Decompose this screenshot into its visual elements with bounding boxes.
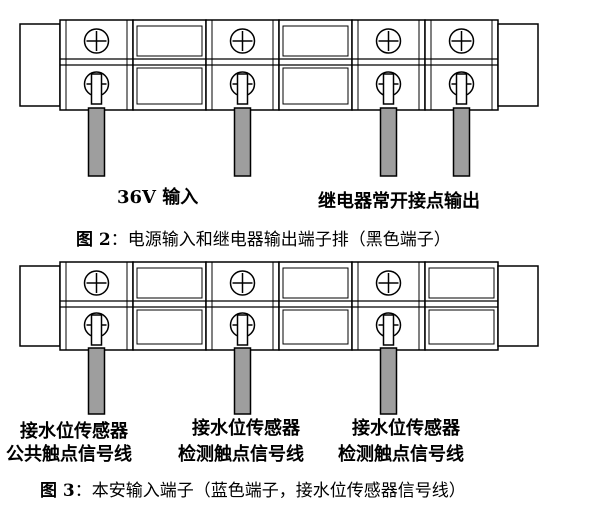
figure-3-caption-text: ：本安输入端子（蓝色端子，接水位传感器信号线） xyxy=(75,481,466,501)
figure-2-caption-prefix: 图 2 xyxy=(76,230,111,250)
label-sensor3-line2: 检测触点信号线 xyxy=(338,443,464,465)
end-cap xyxy=(19,23,61,107)
screw-icon xyxy=(83,28,110,54)
wire-cable xyxy=(87,347,106,415)
wire xyxy=(233,73,252,177)
blank-panel xyxy=(136,25,203,57)
wire xyxy=(87,314,106,415)
label-sensor1-line2: 公共触点信号线 xyxy=(6,443,132,465)
blank-panel xyxy=(136,267,203,299)
wire xyxy=(87,73,106,177)
blank-panel xyxy=(428,309,495,345)
terminal-module-end xyxy=(19,265,61,347)
wire-ferrule xyxy=(382,73,395,105)
module-body xyxy=(132,261,207,351)
figure-2-caption: 图 2：电源输入和继电器输出端子排（黑色端子） xyxy=(76,230,451,250)
module-body xyxy=(424,261,499,351)
label-36v-input: 36V 输入 xyxy=(117,186,198,208)
wire-cable xyxy=(379,107,398,177)
terminal-module-terminal xyxy=(59,261,134,415)
label-sensor2-line1: 接水位传感器 xyxy=(192,417,301,439)
figure-3-terminal-strip xyxy=(19,261,539,415)
wire xyxy=(379,73,398,177)
wire xyxy=(452,73,471,177)
terminal-module-terminal xyxy=(205,19,280,177)
terminal-module-blank xyxy=(278,261,353,351)
screw-icon xyxy=(375,270,402,296)
blank-panel xyxy=(282,309,349,345)
terminal-module-terminal xyxy=(205,261,280,415)
end-cap xyxy=(497,265,539,347)
end-cap xyxy=(19,265,61,347)
terminal-module-end xyxy=(497,265,539,347)
terminal-module-end xyxy=(497,23,539,107)
wire-cable xyxy=(379,347,398,415)
screw-icon xyxy=(83,270,110,296)
terminal-module-blank xyxy=(278,19,353,111)
figure-3-caption: 图 3：本安输入端子（蓝色端子，接水位传感器信号线） xyxy=(40,481,466,501)
blank-panel xyxy=(136,309,203,345)
wire-cable xyxy=(233,107,252,177)
blank-panel xyxy=(282,25,349,57)
terminal-module-terminal xyxy=(424,19,499,177)
terminal-module-blank xyxy=(132,19,207,111)
module-body xyxy=(278,261,353,351)
label-sensor2-line2: 检测触点信号线 xyxy=(178,443,304,465)
wire-ferrule xyxy=(382,314,395,346)
terminal-module-terminal xyxy=(59,19,134,177)
label-relay-output: 继电器常开接点输出 xyxy=(318,190,480,212)
screw-icon xyxy=(448,28,475,54)
wire-ferrule xyxy=(90,73,103,105)
figure-2-terminal-strip xyxy=(19,19,539,177)
blank-panel xyxy=(282,67,349,105)
label-sensor1-line1: 接水位传感器 xyxy=(20,420,129,442)
blank-panel xyxy=(136,67,203,105)
screw-icon xyxy=(375,28,402,54)
wire xyxy=(233,314,252,415)
terminal-module-blank xyxy=(424,261,499,351)
wire-ferrule xyxy=(236,314,249,346)
terminal-module-blank xyxy=(132,261,207,351)
end-cap xyxy=(497,23,539,107)
terminal-module-terminal xyxy=(351,19,426,177)
figure-3-caption-prefix: 图 3 xyxy=(40,481,75,501)
wire-cable xyxy=(87,107,106,177)
wire-ferrule xyxy=(455,73,468,105)
figure-2-caption-text: ：电源输入和继电器输出端子排（黑色端子） xyxy=(111,230,451,250)
wire-ferrule xyxy=(90,314,103,346)
wire-cable xyxy=(233,347,252,415)
terminal-module-terminal xyxy=(351,261,426,415)
screw-icon xyxy=(229,270,256,296)
wire-ferrule xyxy=(236,73,249,105)
screw-icon xyxy=(229,28,256,54)
label-sensor3-line1: 接水位传感器 xyxy=(352,417,461,439)
blank-panel xyxy=(282,267,349,299)
wire xyxy=(379,314,398,415)
blank-panel xyxy=(428,267,495,299)
terminal-module-end xyxy=(19,23,61,107)
wire-cable xyxy=(452,107,471,177)
